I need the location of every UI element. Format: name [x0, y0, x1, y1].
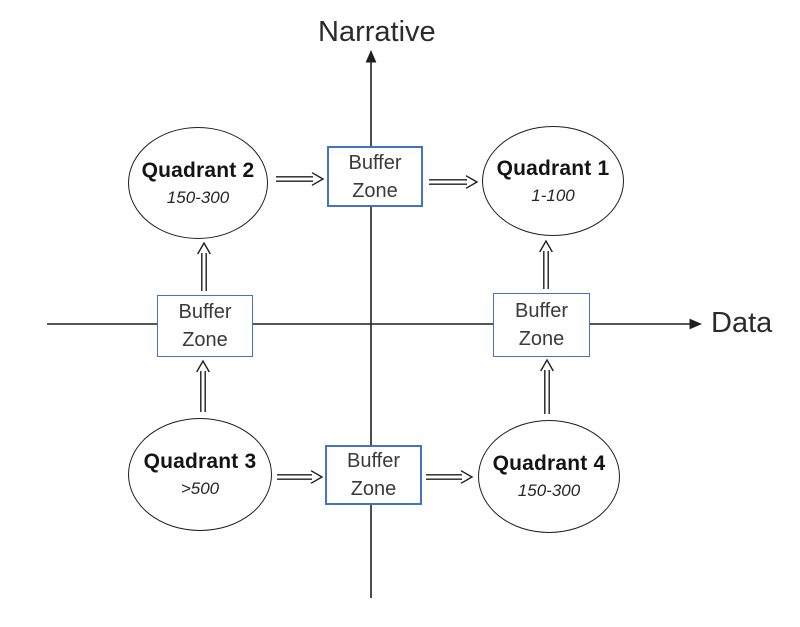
arrow-q4-to-buffer-right — [540, 358, 554, 414]
quadrant-2-title: Quadrant 2 — [141, 158, 255, 182]
node-quadrant-1: Quadrant 1 1-100 — [482, 126, 624, 236]
node-quadrant-3: Quadrant 3 >500 — [128, 418, 272, 531]
arrow-q3-to-buffer-bottom — [277, 470, 324, 484]
arrow-q3-to-buffer-left — [196, 359, 210, 412]
node-buffer-zone-top: Buffer Zone — [327, 146, 423, 207]
arrow-buffer-bottom-to-q4 — [426, 470, 474, 484]
node-quadrant-4: Quadrant 4 150-300 — [478, 420, 620, 533]
arrow-buffer-left-to-q2 — [197, 241, 211, 291]
quadrant-3-range: >500 — [180, 479, 220, 498]
vertical-axis-arrowhead-icon — [365, 50, 377, 63]
buffer-zone-left-label: Buffer Zone — [178, 301, 232, 351]
axis-label-narrative: Narrative — [318, 16, 436, 48]
quadrant-4-range: 150-300 — [517, 481, 581, 500]
arrow-buffer-right-to-q1 — [539, 239, 553, 289]
node-buffer-zone-bottom: Buffer Zone — [325, 445, 422, 505]
arrow-q2-to-buffer-top — [276, 172, 325, 186]
horizontal-axis-arrowhead-icon — [689, 318, 702, 330]
node-buffer-zone-right: Buffer Zone — [493, 293, 590, 357]
quadrant-1-title: Quadrant 1 — [496, 156, 610, 180]
node-quadrant-2: Quadrant 2 150-300 — [128, 127, 268, 239]
buffer-zone-top-label: Buffer Zone — [348, 151, 402, 202]
quadrant-2-range: 150-300 — [166, 187, 230, 207]
buffer-zone-right-label: Buffer Zone — [515, 300, 568, 350]
arrow-buffer-top-to-q1 — [429, 175, 479, 189]
buffer-zone-bottom-label: Buffer Zone — [347, 450, 400, 500]
quadrant-4-title: Quadrant 4 — [492, 452, 606, 475]
node-buffer-zone-left: Buffer Zone — [157, 295, 253, 357]
quadrant-3-title: Quadrant 3 — [143, 450, 257, 473]
axis-label-data: Data — [711, 307, 773, 339]
quadrant-1-range: 1-100 — [531, 185, 575, 205]
